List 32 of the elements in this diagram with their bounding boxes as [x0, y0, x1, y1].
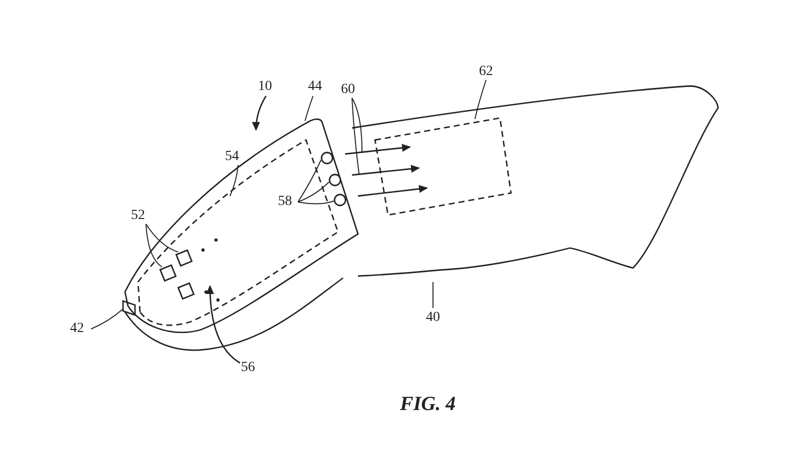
dashed-target-region: [374, 117, 512, 216]
sensor-circle: [334, 194, 346, 206]
leader-line: [432, 282, 434, 308]
leader-line: [146, 224, 178, 252]
leader-line: [90, 308, 124, 330]
leader-line: [352, 98, 362, 152]
callout-number: 44: [308, 80, 322, 94]
arrow: [344, 144, 411, 155]
callout-number: 60: [341, 83, 355, 97]
leader-line: [146, 224, 162, 268]
callout-number: 56: [241, 361, 255, 375]
callout-number: 42: [70, 322, 84, 336]
arrow: [352, 164, 420, 176]
leader-line: [304, 96, 314, 122]
figure-caption: FIG. 4: [400, 393, 456, 416]
arrow: [252, 96, 267, 131]
callout-number: 62: [479, 65, 493, 79]
leader-line: [298, 182, 330, 202]
sensor-circle: [328, 174, 342, 186]
arrow: [358, 184, 428, 197]
leader-line: [352, 98, 360, 174]
callout-number: 54: [225, 150, 239, 164]
callout-number: 10: [258, 80, 272, 94]
sensor-circle: [320, 152, 334, 164]
callout-number: 40: [426, 311, 440, 325]
arrow: [206, 285, 240, 364]
callout-number: 58: [278, 195, 292, 209]
device-housing: [124, 118, 359, 334]
leader-line: [298, 160, 322, 202]
callout-number: 52: [131, 209, 145, 223]
leader-line: [474, 80, 486, 120]
leader-line: [298, 200, 334, 204]
